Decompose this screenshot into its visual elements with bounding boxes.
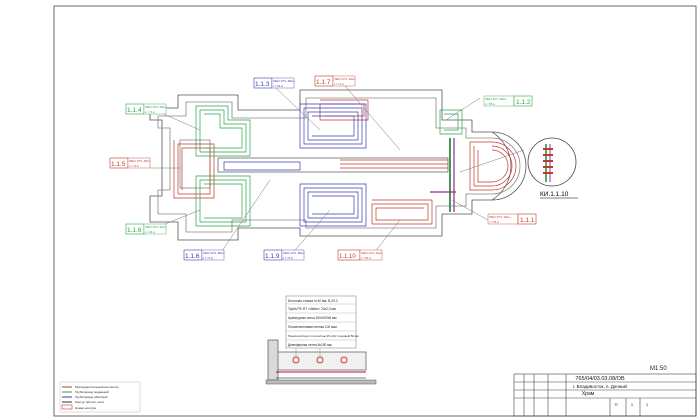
callout-note-a: ПЕКС 20*2 -38м/ч [283, 251, 305, 255]
doc-code: 765/04/03.03.08/ОВ [575, 376, 625, 382]
title-block-texts: М1:50 765/04/03.03.08/ОВ г. Владивосток,… [573, 366, 667, 407]
callout-note-a: ПЕКС 20*2 -34м/ч [361, 251, 383, 255]
callout-note-a: ПЕКС 20*2 -36м/ч [203, 251, 225, 255]
scale-label: М1:50 [650, 366, 667, 372]
stage: П [615, 402, 618, 407]
callout-label: 1.1.3 [255, 81, 270, 88]
callout-note-b: L = 58 м [485, 102, 495, 106]
callout-1-1-7: 1.1.7 ПЕКС 20*2 -36м/ч L = 71 м [314, 75, 356, 87]
callout-1-1-4: 1.1.4 ПЕКС 20*2 -33м/ч L = 72 м [125, 103, 167, 115]
callout-1-1-3: 1.1.3 ПЕКС 20*2 -38м/ч L = 62 м [253, 77, 295, 89]
callout-note-b: L = 71 м [203, 256, 213, 260]
callout-label: 1.1.6 [127, 227, 142, 234]
sheet-frame [53, 5, 697, 417]
layer-2: Труба PE-RT «Valtec» 20х2,0 мм [288, 307, 336, 311]
floor-section [265, 295, 377, 385]
heating-loops [173, 99, 517, 227]
callout-1-1-5: 1.1.5 ПЕКС 20*2 -35м/ч L = 70 м [109, 157, 151, 169]
section-layers: Бетонная стяжка h=40 мм, В-20,0 Труба PE… [288, 299, 359, 347]
floor-plan [149, 89, 527, 241]
callout-note-b: L = 71 м [334, 82, 344, 86]
detail-callout [527, 137, 577, 187]
location: г. Владивосток, п. Дачный [573, 383, 627, 389]
callout-note-b: L = 65 м [361, 256, 371, 260]
inner-wall [157, 97, 521, 233]
legend-item-5: Номер контура [75, 406, 96, 410]
callout-label: 1.1.1 [520, 217, 535, 224]
legend [59, 381, 141, 413]
loop-blue [223, 103, 367, 227]
legend-item-3: Трубопровод обратный [75, 395, 108, 399]
outer-wall [149, 89, 527, 241]
callout-label: 1.1.9 [265, 253, 280, 260]
callout-1-1-6-blue: 1.1.6 ПЕКС 20*2 -36м/ч L = 71 м [183, 249, 225, 261]
callout-label: 1.1.2 [516, 99, 531, 106]
callout-label: 1.1.5 [111, 161, 126, 168]
loop-green [195, 105, 463, 227]
callout-1-1-1: ПЕКС 20*2 -30м/ч L = 55 м 1.1.1 [487, 213, 537, 225]
object-title: Храм [582, 391, 595, 397]
layer-3: Арматурная сетка 200х200х5 мм [288, 316, 336, 320]
legend-texts: Распределительный коллектор Трубопровод … [75, 385, 119, 410]
callout-note-b: L = 55 м [489, 220, 499, 224]
callout-note-b: L = 60 м [145, 230, 155, 234]
title-block [513, 373, 697, 417]
apse-wall [491, 131, 512, 201]
callout-group: 1.1.3 ПЕКС 20*2 -38м/ч L = 62 м 1.1.7 ПЕ… [109, 75, 578, 261]
callout-ki: КИ.1.1.10 [540, 191, 578, 199]
callout-note-b: L = 70 м [129, 164, 139, 168]
callout-note-b: L = 62 м [273, 84, 283, 88]
sheet-number: 1 [631, 402, 634, 407]
nave-corridor [217, 157, 449, 173]
callout-1-1-2: ПЕКС 20*2 -29м/ч L = 58 м 1.1.2 [483, 95, 533, 107]
callout-note-b: L = 73 м [283, 256, 293, 260]
callout-note-a: ПЕКС 20*2 -33м/ч [145, 105, 167, 109]
callout-note-a: ПЕКС 20*2 -30м/ч [489, 215, 511, 219]
callout-label: 1.1.4 [127, 107, 142, 114]
callout-note-a: ПЕКС 20*2 -38м/ч [273, 79, 295, 83]
callout-note-a: ПЕКС 20*2 -36м/ч [334, 77, 356, 81]
callout-1-1-10: 1.1.10 ПЕКС 20*2 -34м/ч L = 65 м [337, 249, 383, 261]
layer-6: Демпферная лента 8х150 мм [288, 343, 332, 347]
layer-1: Бетонная стяжка h=40 мм, В-20,0 [288, 299, 338, 303]
callout-note-a: ПЕКС 20*2 -31м/ч [145, 225, 167, 229]
callout-label: 1.1.6 [185, 253, 200, 260]
west-hall [179, 139, 211, 189]
callout-note-a: ПЕКС 20*2 -29м/ч [485, 97, 507, 101]
sheets-total: 1 [646, 402, 649, 407]
legend-item-4: Контур тёплого пола [75, 400, 104, 404]
legend-item-1: Распределительный коллектор [75, 385, 119, 389]
layer-4: Полиэтиленовая пленка 100 мкм [288, 325, 337, 329]
callout-1-1-9: 1.1.9 ПЕКС 20*2 -38м/ч L = 73 м [263, 249, 305, 261]
leader-lines [149, 79, 525, 259]
detail-label: КИ.1.1.10 [540, 191, 569, 198]
callout-label: 1.1.7 [316, 79, 331, 86]
layer-5: Пенополистирол плотностью 35 кг/м³ толщи… [288, 334, 359, 338]
callout-note-b: L = 72 м [145, 110, 155, 114]
callout-1-1-6-green: 1.1.6 ПЕКС 20*2 -31м/ч L = 60 м [125, 223, 167, 235]
callout-label: 1.1.10 [339, 254, 356, 260]
callout-note-a: ПЕКС 20*2 -35м/ч [129, 159, 151, 163]
legend-item-2: Трубопровод подающий [75, 390, 109, 394]
